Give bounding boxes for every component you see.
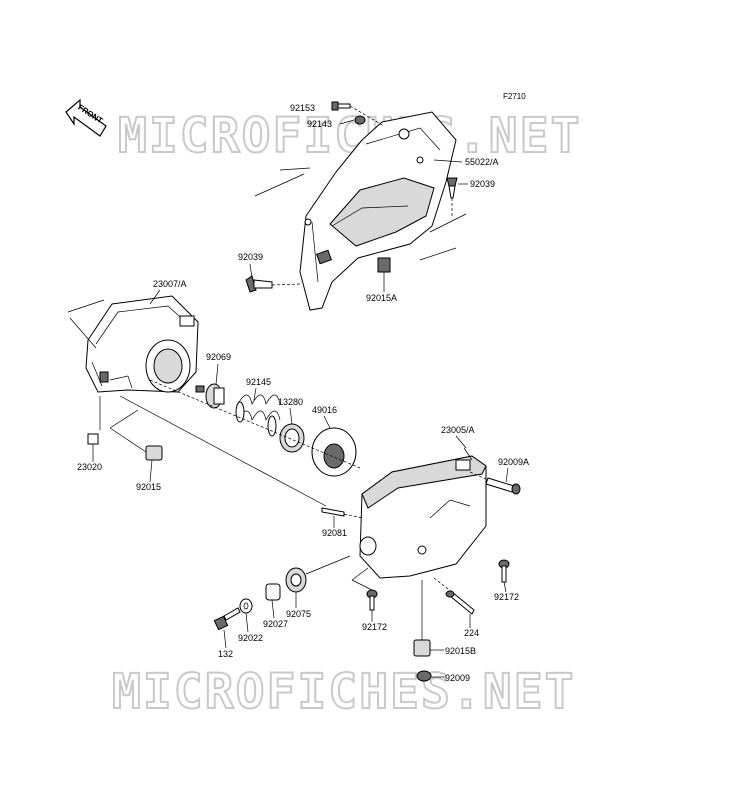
screw-92172-mid [351,567,378,611]
ring-13280 [279,423,305,453]
label-92075: 92075 [286,609,311,619]
grommet-92015 [109,409,163,461]
collar-92027 [265,583,281,601]
screw-92081 [321,507,373,521]
label-23007a: 23007/A [153,279,187,289]
label-92069: 92069 [206,352,231,362]
label-92039-left: 92039 [238,252,263,262]
grommet-92015a [377,257,391,273]
label-92015: 92015 [136,482,161,492]
label-92172-right: 92172 [494,592,519,602]
label-92143: 92143 [307,119,332,129]
label-224: 224 [464,628,479,638]
clip-23020 [87,433,99,445]
label-92039-top: 92039 [470,179,495,189]
label-92009: 92009 [445,673,470,683]
clip-92039-top [446,177,458,216]
label-92027: 92027 [263,619,288,629]
screw-92009 [416,670,432,682]
label-92081: 92081 [322,528,347,538]
adjuster-49016 [311,427,357,477]
screw-224 [433,577,475,615]
label-92015b: 92015B [445,646,476,656]
label-92015a: 92015A [366,293,397,303]
screw-92009a [469,471,521,495]
label-92153: 92153 [290,103,315,113]
label-92172-mid: 92172 [362,622,387,632]
label-23020: 23020 [77,462,102,472]
bolt-92153 [331,101,385,127]
housing-23005a [359,447,487,579]
label-92022: 92022 [238,633,263,643]
label-92145: 92145 [246,377,271,387]
label-23005a: 23005/A [441,425,475,435]
watermark-top: MICROFICHES.NET [118,108,581,164]
screw-92172-right [498,559,510,583]
label-132: 132 [218,649,233,659]
headlight-housing-23007a [85,295,199,393]
watermark-bottom: MICROFICHES.NET [112,664,575,720]
collar-92143 [354,115,366,125]
bolt-132 [213,607,241,631]
label-49016: 49016 [312,405,337,415]
clip-92039-left [245,275,301,293]
upper-cover-part [299,111,457,311]
spring-92145 [235,394,281,437]
grommet-92015b [413,580,431,657]
washer-92022 [239,598,253,614]
bulb-socket-92069 [195,383,225,409]
figure-code: F2710 [503,92,526,101]
grommet-92075 [285,555,351,593]
label-55022a: 55022/A [465,157,499,167]
label-13280: 13280 [278,397,303,407]
label-92009a: 92009A [498,457,529,467]
front-arrow-icon: FRONT [65,98,107,137]
